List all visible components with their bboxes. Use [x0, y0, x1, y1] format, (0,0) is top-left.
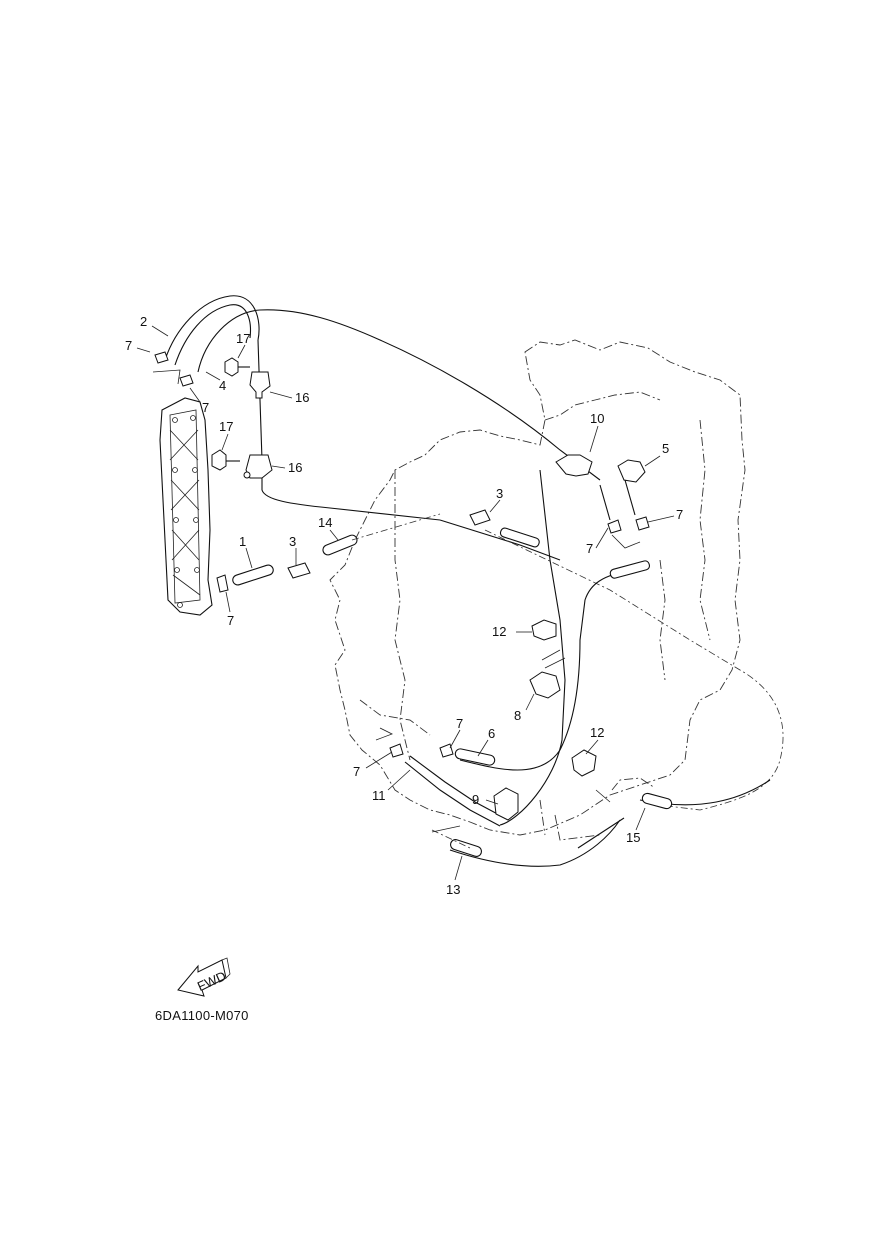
- clamp-16-upper: [249, 371, 271, 399]
- callout-13: 13: [446, 882, 460, 897]
- callout-3: 3: [289, 534, 296, 549]
- callout-15: 15: [626, 830, 640, 845]
- callout-12: 12: [590, 725, 604, 740]
- diagram-code: 6DA1100-M070: [155, 1008, 249, 1023]
- callout-16: 16: [295, 390, 309, 405]
- clip-12-lower: [571, 749, 597, 777]
- clamp-16-lower: [245, 454, 273, 479]
- hose-14: [322, 534, 358, 556]
- callout-17: 17: [236, 331, 250, 346]
- clip-9: [493, 787, 519, 821]
- callout-1: 1: [239, 534, 246, 549]
- clip-12-upper: [531, 619, 557, 641]
- callout-7: 7: [125, 338, 132, 353]
- hose-15: [641, 792, 673, 810]
- hoses: [164, 295, 784, 867]
- callout-14: 14: [318, 515, 332, 530]
- leader-lines: [136, 325, 675, 881]
- callout-12: 12: [492, 624, 506, 639]
- clip-8: [529, 671, 561, 699]
- callout-5: 5: [662, 441, 669, 456]
- callout-7: 7: [353, 764, 360, 779]
- clip-10: [555, 454, 593, 477]
- callout-7: 7: [676, 507, 683, 522]
- callout-8: 8: [514, 708, 521, 723]
- callout-labels: 2 7 17 4 7 16 17 16 10 5 3 14 1 3 7 7 7 …: [125, 314, 683, 897]
- callout-16: 16: [288, 460, 302, 475]
- hose-13: [449, 839, 483, 857]
- callout-2: 2: [140, 314, 147, 329]
- fittings: [152, 351, 650, 833]
- exhaust-cover-plate: [159, 397, 213, 616]
- callout-7: 7: [202, 400, 209, 415]
- hose-1: [232, 564, 274, 586]
- callout-7: 7: [586, 541, 593, 556]
- engine-block-outline: [329, 339, 746, 841]
- callout-11: 11: [372, 788, 386, 803]
- clip-5: [617, 459, 646, 483]
- callout-10: 10: [590, 411, 604, 426]
- callout-9: 9: [472, 792, 479, 807]
- hose-6: [454, 748, 496, 766]
- bolt-17-lower: [211, 449, 227, 471]
- callout-3: 3: [496, 486, 503, 501]
- callout-17: 17: [219, 419, 233, 434]
- callout-4: 4: [219, 378, 226, 393]
- fwd-arrow-icon: FWD: [177, 957, 231, 997]
- callout-7: 7: [227, 613, 234, 628]
- bolt-17-upper: [224, 357, 239, 377]
- callout-6: 6: [488, 726, 495, 741]
- callout-7: 7: [456, 716, 463, 731]
